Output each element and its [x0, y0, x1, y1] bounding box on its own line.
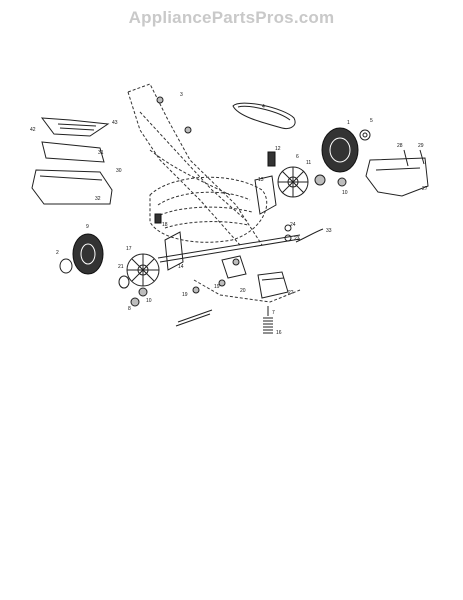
- callout-16: 16: [276, 330, 282, 336]
- callout-28: 28: [397, 143, 403, 149]
- callout-20: 20: [240, 288, 246, 294]
- front-wheel-left: [59, 233, 104, 275]
- front-axle: [157, 234, 301, 327]
- callout-31: 31: [98, 150, 104, 156]
- callout-10b: 10: [146, 298, 152, 304]
- handle-assembly: [127, 83, 263, 246]
- callout-22: 22: [288, 290, 294, 296]
- callout-23: 23: [294, 236, 300, 242]
- callout-14: 14: [178, 264, 184, 270]
- callout-labels: 3 4 1 5 10 11 6 12 13 28 29 27 42 43 31 …: [30, 92, 428, 336]
- callout-8: 8: [128, 306, 131, 312]
- transmission: [193, 255, 301, 303]
- callout-7: 7: [272, 310, 275, 316]
- callout-24: 24: [290, 222, 296, 228]
- callout-19: 19: [182, 292, 188, 298]
- front-wheel-hub: [118, 231, 184, 307]
- callout-42: 42: [30, 127, 36, 133]
- callout-33: 33: [326, 228, 332, 234]
- callout-9: 9: [86, 224, 89, 230]
- height-adjuster-right: [254, 151, 277, 215]
- drive-belt: [232, 102, 296, 129]
- callout-18: 18: [162, 222, 168, 228]
- grass-bag-assembly: [31, 117, 113, 205]
- fasteners: [154, 96, 240, 294]
- callout-1: 1: [347, 120, 350, 126]
- callout-2: 2: [56, 250, 59, 256]
- callout-27: 27: [422, 186, 428, 192]
- control-cable: [284, 224, 324, 243]
- callout-3: 3: [180, 92, 183, 98]
- callout-4: 4: [262, 104, 265, 110]
- rear-shield: [365, 149, 429, 197]
- callout-17: 17: [126, 246, 132, 252]
- callout-5: 5: [370, 118, 373, 124]
- callout-13: 13: [258, 177, 264, 183]
- callout-32: 32: [95, 196, 101, 202]
- mower-deck: [149, 176, 268, 243]
- rear-wheel-right: [321, 127, 371, 173]
- callout-21: 21: [118, 264, 124, 270]
- watermark-logo: AppliancePartsPros.com: [128, 8, 335, 27]
- drive-spring: [263, 306, 273, 334]
- callout-6: 6: [296, 154, 299, 160]
- callout-10: 10: [342, 190, 348, 196]
- callout-43: 43: [112, 120, 118, 126]
- callout-30: 30: [116, 168, 122, 174]
- callout-11: 11: [306, 160, 311, 166]
- callout-29: 29: [418, 143, 424, 149]
- right-wheel-hub: [277, 166, 347, 198]
- callout-12: 12: [275, 146, 281, 152]
- callout-19b: 19: [214, 284, 220, 290]
